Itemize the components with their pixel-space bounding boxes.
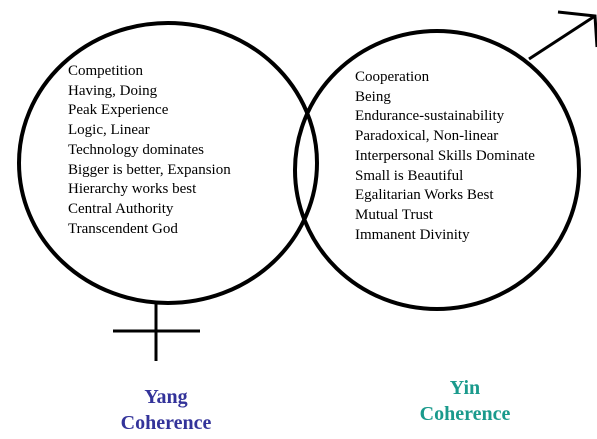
list-item: Central Authority	[68, 200, 174, 217]
list-item: Cooperation	[355, 69, 430, 85]
yang-caption-line2: Coherence	[120, 412, 212, 434]
yin-qualities-list: Cooperation Being Endurance-sustainabili…	[355, 68, 535, 245]
yang-caption-line1: Yang	[144, 386, 188, 408]
list-item: Immanent Divinity	[355, 226, 470, 243]
yin-circle	[293, 29, 581, 311]
list-item: Bigger is better, Expansion	[68, 161, 231, 178]
list-item: Being	[355, 88, 391, 105]
yin-caption-line1: Yin	[449, 377, 481, 399]
list-item: Transcendent God	[68, 220, 178, 237]
list-item: Competition	[68, 63, 143, 79]
list-item: Paradoxical, Non-linear	[355, 128, 499, 145]
yin-arrow-head	[557, 10, 597, 48]
list-item: Peak Experience	[68, 102, 169, 119]
list-item: Technology dominates	[68, 141, 205, 158]
list-item: Interpersonal Skills Dominate	[355, 147, 535, 164]
yang-coherence-caption: Yang Coherence	[108, 384, 224, 436]
yang-circle	[17, 21, 319, 305]
list-item: Egalitarian Works Best	[355, 187, 494, 204]
yang-qualities-list: Competition Having, Doing Peak Experienc…	[68, 62, 231, 239]
list-item: Hierarchy works best	[68, 181, 197, 198]
list-item: Endurance-sustainability	[355, 108, 505, 125]
list-item: Logic, Linear	[68, 122, 150, 139]
yin-coherence-caption: Yin Coherence	[405, 375, 525, 427]
list-item: Having, Doing	[68, 82, 158, 99]
yin-caption-line2: Coherence	[419, 403, 511, 425]
list-item: Mutual Trust	[355, 206, 433, 223]
yin-arrow-shaft	[528, 14, 596, 61]
list-item: Small is Beautiful	[355, 167, 464, 184]
